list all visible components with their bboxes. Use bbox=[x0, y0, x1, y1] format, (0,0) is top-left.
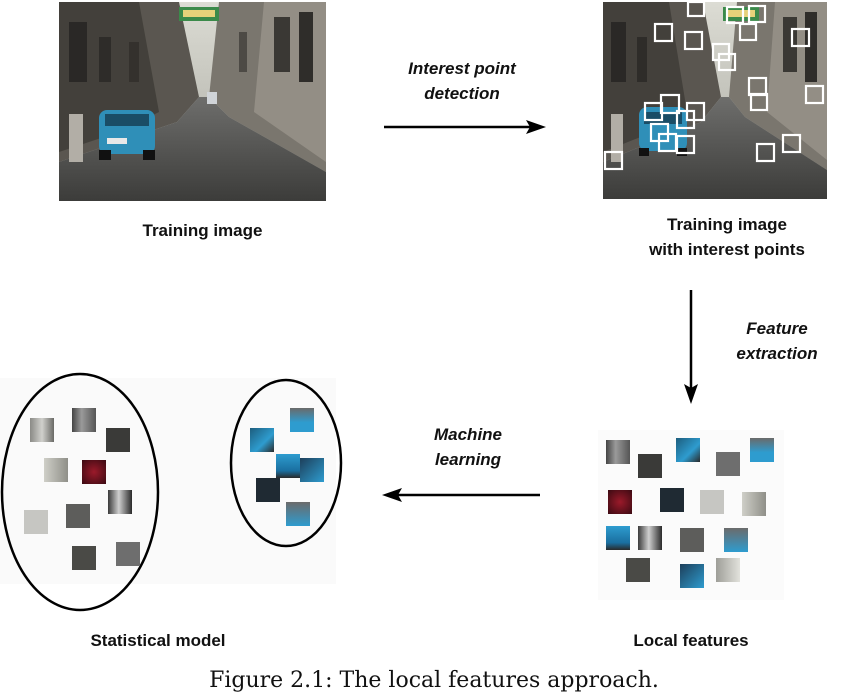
model-patch bbox=[300, 458, 324, 482]
feature-patch bbox=[700, 490, 724, 514]
feature-patch bbox=[638, 454, 662, 478]
feature-patch bbox=[716, 452, 740, 476]
training-image-interest-points-label: Training image with interest points bbox=[603, 212, 851, 262]
model-patch bbox=[82, 460, 106, 484]
model-patch bbox=[276, 454, 300, 478]
feature-patch bbox=[608, 490, 632, 514]
machine-learning-line1: Machine bbox=[433, 425, 503, 444]
feature-patch bbox=[606, 440, 630, 464]
model-patch bbox=[106, 428, 130, 452]
model-patch bbox=[44, 458, 68, 482]
arrow-feature-extraction bbox=[684, 290, 698, 404]
feature-patch bbox=[750, 438, 774, 462]
machine-learning-label: Machine learning bbox=[400, 422, 536, 472]
local-features-label: Local features bbox=[633, 631, 749, 650]
feature-extraction-line2: extraction bbox=[736, 344, 818, 363]
arrow-detection bbox=[384, 120, 546, 134]
feature-patch bbox=[680, 528, 704, 552]
feature-patch bbox=[626, 558, 650, 582]
figure-caption: Figure 2.1: The local features approach. bbox=[209, 668, 659, 693]
cluster-ellipse-1 bbox=[0, 372, 160, 612]
feature-patch bbox=[716, 558, 740, 582]
interest-point-detection-line2: detection bbox=[424, 84, 500, 103]
model-patch bbox=[66, 504, 90, 528]
statistical-model-diagram bbox=[0, 370, 346, 616]
model-patch bbox=[256, 478, 280, 502]
feature-patch bbox=[676, 438, 700, 462]
training-image-interest-points-photo bbox=[603, 2, 827, 199]
model-patch bbox=[72, 546, 96, 570]
feature-extraction-label: Feature extraction bbox=[722, 316, 832, 366]
feature-patch bbox=[724, 528, 748, 552]
training-image-interest-points-line2: with interest points bbox=[649, 240, 805, 259]
model-patch bbox=[72, 408, 96, 432]
feature-patch bbox=[660, 488, 684, 512]
model-patch bbox=[250, 428, 274, 452]
arrow-machine-learning bbox=[382, 488, 540, 502]
feature-patch bbox=[680, 564, 704, 588]
model-patch bbox=[30, 418, 54, 442]
local-features-patches bbox=[598, 430, 784, 600]
feature-patch bbox=[606, 526, 630, 550]
model-patch bbox=[24, 510, 48, 534]
machine-learning-line2: learning bbox=[434, 450, 502, 469]
model-patch bbox=[116, 542, 140, 566]
interest-point-boxes bbox=[603, 2, 825, 171]
model-patch bbox=[108, 490, 132, 514]
statistical-model-label: Statistical model bbox=[90, 631, 226, 650]
interest-point-detection-label: Interest point detection bbox=[372, 56, 552, 106]
training-image-photo bbox=[59, 2, 326, 201]
feature-extraction-line1: Feature bbox=[746, 319, 808, 338]
model-patch bbox=[290, 408, 314, 432]
feature-patch bbox=[638, 526, 662, 550]
model-patch bbox=[286, 502, 310, 526]
training-image-interest-points-line1: Training image bbox=[667, 215, 787, 234]
training-image-label: Training image bbox=[142, 221, 263, 240]
interest-point-detection-line1: Interest point bbox=[408, 59, 516, 78]
cluster-ellipse-2 bbox=[229, 378, 343, 548]
feature-patch bbox=[742, 492, 766, 516]
